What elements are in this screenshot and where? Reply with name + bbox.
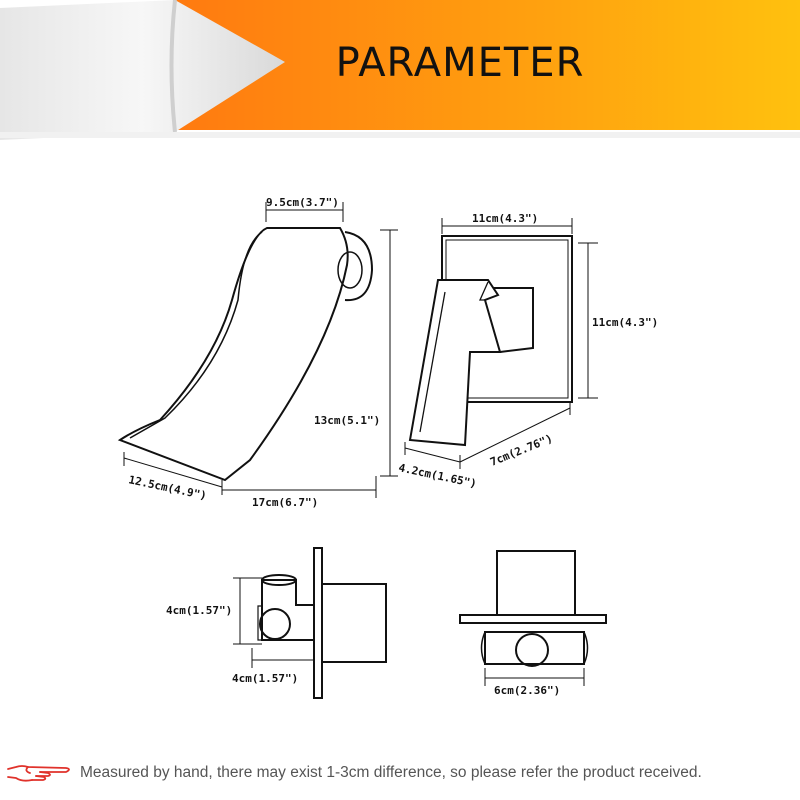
dimension-line — [484, 668, 585, 686]
valve-front-drawing — [459, 550, 607, 667]
technical-drawing: 9.5cm(3.7") 12.5cm(4.9") 17cm(6.7") 13cm… — [117, 196, 658, 699]
dimension-label-handle-depth: 7cm(2.76") — [488, 432, 554, 469]
dimension-label-spout-top-width: 9.5cm(3.7") — [266, 196, 339, 209]
handle-plate-drawing — [408, 235, 573, 447]
dimension-label-valve-body-width: 6cm(2.36") — [494, 684, 560, 697]
dimension-line — [578, 242, 598, 399]
dimension-line — [404, 442, 461, 463]
dimension-line — [380, 229, 398, 477]
banner-graphic — [0, 0, 800, 150]
dimension-line — [222, 476, 377, 498]
dimension-label-spout-height: 13cm(5.1") — [314, 414, 380, 427]
dimension-line — [123, 452, 223, 495]
dimension-label-valve-width: 4cm(1.57") — [232, 672, 298, 685]
page-title: PARAMETER — [335, 40, 585, 86]
dimension-label-handle-base: 4.2cm(1.65") — [397, 461, 477, 490]
dimension-line — [265, 202, 344, 222]
dimension-label-spout-length: 17cm(6.7") — [252, 496, 318, 509]
dimension-label-spout-depth: 12.5cm(4.9") — [127, 473, 207, 502]
measurement-note: Measured by hand, there may exist 1-3cm … — [80, 764, 702, 781]
dimension-line — [233, 577, 262, 645]
footer: Measured by hand, there may exist 1-3cm … — [0, 755, 800, 790]
dimension-label-plate-height: 11cm(4.3") — [592, 316, 658, 329]
dimension-label-valve-height: 4cm(1.57") — [166, 604, 232, 617]
dimension-line — [441, 218, 573, 234]
valve-side-drawing — [257, 547, 387, 699]
spout-drawing — [117, 227, 374, 482]
dimension-label-plate-width: 11cm(4.3") — [472, 212, 538, 225]
dimension-line — [251, 648, 315, 668]
header-banner: PARAMETER — [0, 0, 800, 150]
pointing-hand-icon — [7, 765, 70, 782]
